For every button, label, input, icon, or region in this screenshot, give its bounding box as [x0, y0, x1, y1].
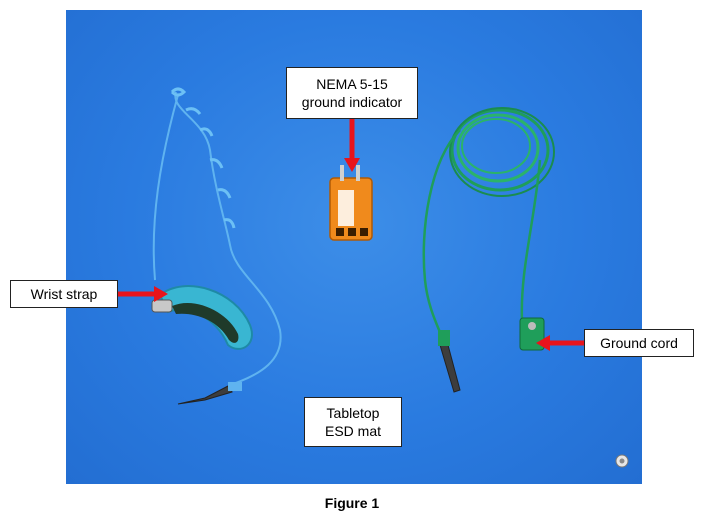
- esd-mat-label: Tabletop ESD mat: [304, 397, 402, 447]
- ground-cord-label-text: Ground cord: [600, 335, 678, 351]
- figure-caption: Figure 1: [324, 495, 380, 511]
- nema-label-line1: NEMA 5-15: [316, 76, 388, 92]
- arrow-nema: [344, 118, 360, 172]
- snap-button-icon: [528, 322, 536, 330]
- arrow-ground-cord: [536, 335, 584, 351]
- nema-label: NEMA 5-15 ground indicator: [286, 67, 418, 119]
- wrist-strap-label-text: Wrist strap: [30, 286, 98, 302]
- nema-label-line2: ground indicator: [301, 94, 403, 110]
- wrist-strap-label: Wrist strap: [10, 280, 118, 308]
- esd-mat-label-line1: Tabletop: [326, 405, 380, 421]
- alligator-clip-icon: [177, 382, 242, 405]
- ground-cord-label: Ground cord: [584, 329, 694, 357]
- ground-cord-icon: [422, 107, 555, 393]
- ground-indicator-icon: [329, 165, 373, 241]
- arrow-wrist-strap: [118, 286, 168, 302]
- esd-mat-label-line2: ESD mat: [324, 423, 381, 439]
- wrist-strap-icon: [151, 87, 282, 386]
